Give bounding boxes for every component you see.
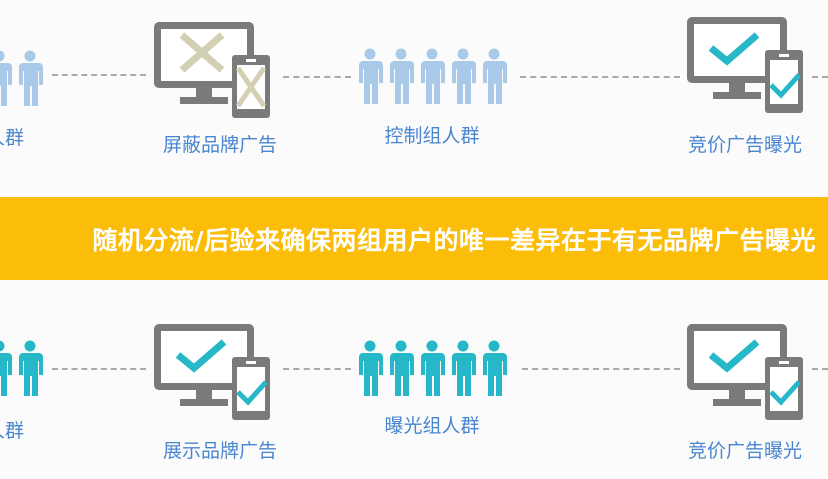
- devices-check-icon: [687, 324, 803, 420]
- control-people-left-icon: [0, 50, 43, 106]
- dashed-connector: [283, 368, 351, 370]
- exposed-group-people-icon: [359, 340, 507, 396]
- top-result-label: 竞价广告曝光: [687, 134, 803, 156]
- exposed-group-label: 曝光组人群: [384, 415, 480, 437]
- dashed-connector: [522, 368, 680, 370]
- explanation-banner: 随机分流/后验来确保两组用户的唯一差异在于有无品牌广告曝光: [0, 197, 828, 280]
- devices-check-icon: [154, 324, 270, 420]
- bottom-result-label: 竞价广告曝光: [687, 440, 803, 462]
- devices-check-icon: [687, 17, 803, 113]
- control-group-people-icon: [359, 48, 507, 104]
- top-left-group-label: 人群: [0, 127, 25, 149]
- bottom-ad-label: 展示品牌广告: [162, 440, 278, 462]
- control-group-label: 控制组人群: [384, 125, 480, 147]
- devices-cross-icon: [154, 22, 270, 118]
- exposed-people-left-icon: [0, 340, 43, 396]
- dashed-connector: [812, 76, 828, 78]
- dashed-connector: [283, 76, 351, 78]
- dashed-connector: [520, 76, 680, 78]
- dashed-connector: [52, 368, 146, 370]
- top-ad-label: 屏蔽品牌广告: [162, 134, 278, 156]
- bottom-left-group-label: 人群: [0, 420, 25, 442]
- dashed-connector: [812, 368, 828, 370]
- banner-text: 随机分流/后验来确保两组用户的唯一差异在于有无品牌广告曝光: [92, 226, 816, 255]
- dashed-connector: [52, 74, 146, 76]
